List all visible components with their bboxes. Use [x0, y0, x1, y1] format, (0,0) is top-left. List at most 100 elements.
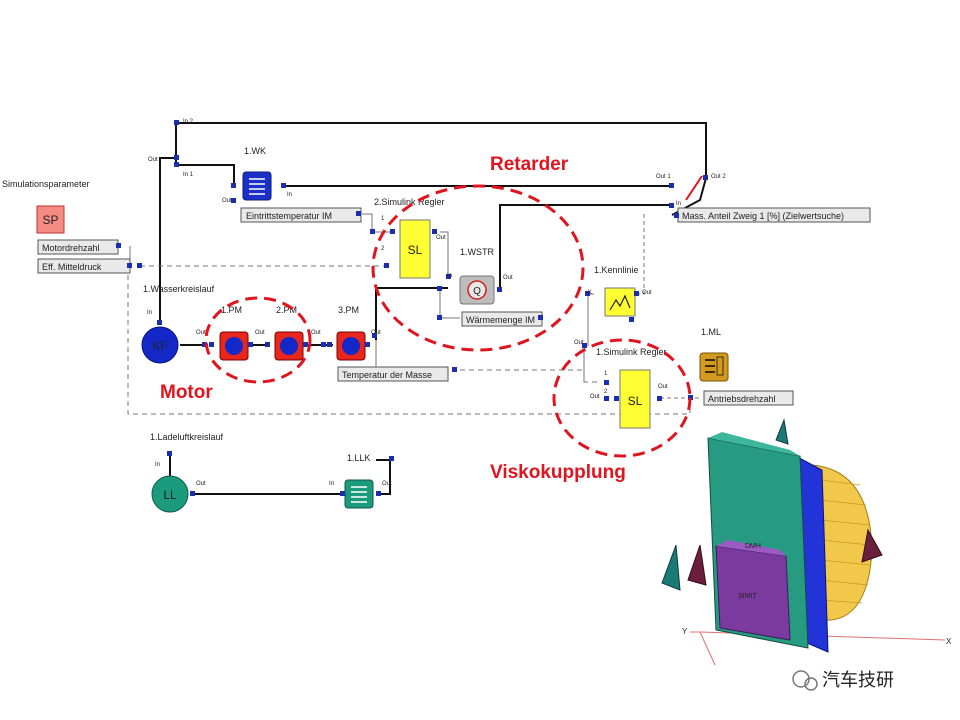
- sim-params-icon-label: SP: [42, 213, 58, 227]
- wasserkreislauf-title: 1.Wasserkreislauf: [143, 284, 215, 294]
- pm1-pump-icon: [225, 337, 243, 355]
- wstr-q-icon: [467, 280, 487, 300]
- cone-teal-1: [661, 544, 681, 591]
- port-label-kf-in: In: [147, 310, 152, 316]
- axis-z-line: [699, 631, 716, 666]
- port-label-out-main: Out: [148, 157, 158, 163]
- mitteldruck-readout: Eff. Mitteldruck: [42, 262, 102, 272]
- port-label-llk-in: In: [329, 481, 334, 487]
- cone-purple-1: [687, 544, 707, 586]
- port-label-llk-out: Out: [382, 481, 392, 487]
- port-label-kennlinie-k: K: [588, 290, 592, 296]
- pipe-main-vertical: [159, 157, 176, 322]
- port-label-in1: In 1: [183, 172, 194, 178]
- pipe-to-wstr: [499, 204, 672, 287]
- port-label-regler1-out: Out: [574, 340, 584, 346]
- port-label-regler1-out2: Out: [590, 394, 600, 400]
- regler1-label: SL: [628, 394, 643, 408]
- port-label-regler1-2: 2: [604, 389, 608, 395]
- regler2-label: SL: [408, 243, 423, 257]
- regler1-block[interactable]: [619, 369, 651, 429]
- watermark-text: 汽车技研: [822, 670, 894, 690]
- kennlinie-curve-icon: [609, 294, 631, 311]
- axis-y-label: Y: [682, 627, 688, 636]
- eintritt-readout: Eintrittstemperatur IM: [246, 211, 332, 221]
- pm3-title: 3.PM: [338, 305, 359, 315]
- llk-title: 1.LLK: [347, 453, 371, 463]
- retarder-ellipse: [371, 184, 585, 352]
- pipe-to-wk: [175, 158, 235, 186]
- pm2-pump-icon: [280, 337, 298, 355]
- teal-block-top: [708, 432, 800, 456]
- port-label-in2: In 2: [183, 119, 194, 125]
- wk-block[interactable]: [242, 171, 272, 201]
- motordrehzahl-readout: Motordrehzahl: [42, 243, 100, 253]
- wk-lines-icon: [249, 178, 265, 195]
- pipe-connections: [159, 122, 707, 495]
- port-label-kf-out: Out: [196, 330, 206, 336]
- viskokupplung-ellipse: [552, 338, 692, 458]
- port-label-pm2-out: Out: [311, 330, 321, 336]
- port-markers: [116, 120, 708, 496]
- port-label-ll-in: In: [155, 462, 160, 468]
- signal-temp-masse: [460, 369, 600, 383]
- face-label-1: DMH: [745, 543, 761, 550]
- cone-teal-2: [775, 418, 789, 445]
- antrieb-readout: Antriebsdrehzahl: [708, 394, 776, 404]
- motor-label: Motor: [160, 382, 213, 403]
- signal-regler2-out: [440, 231, 449, 276]
- wstr-icon-label: Q: [473, 286, 481, 297]
- wstr-title: 1.WSTR: [460, 247, 495, 257]
- port-label-out1: Out 1: [656, 174, 671, 180]
- ll-label: LL: [163, 488, 177, 502]
- red-slash-marker: [685, 175, 703, 201]
- port-label-regler2-out: Out: [436, 235, 446, 241]
- port-label-wk-out: Out: [222, 198, 232, 204]
- kf-block[interactable]: [141, 326, 179, 364]
- port-label-in-mass: In: [676, 201, 681, 207]
- port-label-wstr-in: In: [447, 273, 452, 279]
- signal-kennlinie-in: [587, 293, 594, 346]
- llk-block[interactable]: [344, 479, 374, 509]
- mass-readout: Mass. Anteil Zweig 1 [%] (Zielwertsuche): [682, 211, 844, 221]
- fan-dome-grid: [819, 479, 871, 604]
- kennlinie-block[interactable]: [604, 287, 636, 317]
- wechat-icon-bubble: [804, 677, 818, 691]
- pipe-top-loop: [175, 122, 707, 178]
- port-label-wstr-out: Out: [503, 275, 513, 281]
- kf-label: KF: [152, 339, 167, 353]
- face-label-2: SIMIT: [738, 593, 757, 600]
- axis-x-label: X: [946, 637, 952, 646]
- signal-dashed-bottom: [127, 266, 691, 415]
- antrieb-readout-box[interactable]: [703, 390, 794, 406]
- signal-eintritt: [362, 213, 390, 233]
- temp-masse-readout-box[interactable]: [337, 366, 449, 382]
- regler2-title: 2.Simulink Regler: [374, 197, 445, 207]
- pm1-title: 1.PM: [221, 305, 242, 315]
- port-label-out2: Out 2: [711, 174, 726, 180]
- kennlinie-title: 1.Kennlinie: [594, 265, 639, 275]
- port-label-ll-out: Out: [196, 481, 206, 487]
- signal-waermemenge: [439, 288, 460, 319]
- ml-title: 1.ML: [701, 327, 721, 337]
- port-label-kennlinie-out: Out: [642, 290, 652, 296]
- llk-lines-icon: [351, 486, 367, 503]
- port-label-pm3-out: Out: [371, 330, 381, 336]
- port-labels: In 2 Out In 1 Out In Out 1 Out 2 In 1 2 …: [147, 119, 726, 487]
- port-label-pm1-out: Out: [255, 330, 265, 336]
- regler2-block[interactable]: [399, 219, 431, 279]
- waerme-readout: Wärmemenge IM: [466, 315, 535, 325]
- fan-3d-model: Y X DMH SIMIT: [661, 418, 952, 666]
- regler1-title: 1.Simulink Regler: [596, 347, 667, 357]
- retarder-label: Retarder: [490, 154, 569, 175]
- cone-purple-2: [861, 528, 883, 563]
- ladeluft-title: 1.Ladeluftkreislauf: [150, 432, 224, 442]
- port-label-regler2-2: 2: [381, 246, 385, 252]
- pm3-pump-icon: [342, 337, 360, 355]
- sim-params-title: Simulationsparameter: [2, 179, 90, 189]
- wk-title: 1.WK: [244, 146, 266, 156]
- ml-bars-icon: [705, 356, 724, 376]
- ll-block[interactable]: [151, 475, 189, 513]
- sim-params-icon[interactable]: [36, 205, 65, 234]
